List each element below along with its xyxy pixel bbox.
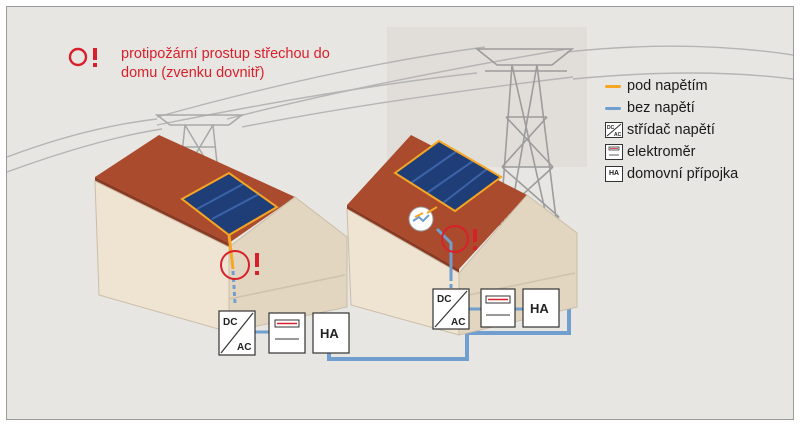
ha-label-right: HA bbox=[530, 301, 549, 316]
legend-label: elektroměr bbox=[627, 144, 696, 160]
diagram-frame: DC AC HA bbox=[6, 6, 794, 420]
orange-line-icon bbox=[605, 85, 621, 88]
legend-label: střídač napětí bbox=[627, 122, 715, 138]
house-right: DC AC HA bbox=[346, 135, 578, 336]
ha-icon: HA bbox=[605, 166, 623, 182]
inverter-dc-label: DC bbox=[223, 317, 237, 328]
ground-cable bbox=[327, 307, 571, 361]
svg-text:DC: DC bbox=[607, 125, 615, 131]
inverter-dc-label-right: DC bbox=[437, 294, 451, 305]
alert-circle-icon bbox=[68, 47, 97, 67]
legend-label: bez napětí bbox=[627, 100, 695, 116]
inverter-ac-label: AC bbox=[237, 342, 251, 353]
house-left: DC AC HA bbox=[94, 135, 350, 356]
pv-installation-illustration: DC AC HA bbox=[7, 7, 793, 419]
legend-label: domovní přípojka bbox=[627, 166, 739, 182]
power-lines bbox=[7, 45, 793, 173]
inverter-ac-label-right: AC bbox=[451, 317, 465, 328]
svg-text:AC: AC bbox=[614, 132, 622, 137]
fire-passage-note-text: protipožární prostup střechou do domu (z… bbox=[121, 46, 330, 81]
meter-icon bbox=[605, 144, 623, 160]
blue-line-icon bbox=[605, 107, 621, 110]
ha-label-left: HA bbox=[320, 326, 339, 341]
legend-label: pod napětím bbox=[627, 78, 708, 94]
